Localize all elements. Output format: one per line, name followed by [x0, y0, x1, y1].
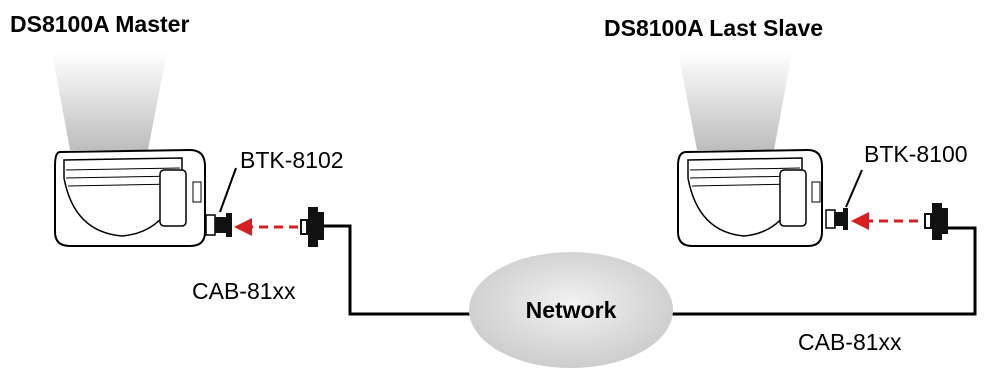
- master-scanner: [54, 148, 206, 247]
- cab-right-label: CAB-81xx: [798, 329, 902, 355]
- cable-right: [672, 226, 977, 316]
- btk-master-label: BTK-8102: [240, 147, 344, 173]
- master-insert-arrow: [234, 218, 298, 236]
- slave-title: DS8100A Last Slave: [604, 15, 823, 41]
- slave-scan-beam: [678, 52, 792, 150]
- master-cable-plug: [300, 207, 324, 247]
- master-scan-beam: [52, 52, 167, 150]
- master-title: DS8100A Master: [10, 11, 189, 37]
- slave-scanner: [677, 148, 823, 247]
- slave-insert-arrow: [851, 212, 918, 230]
- btk-8100-pointer: [845, 169, 863, 208]
- btk-slave-label: BTK-8100: [864, 141, 968, 167]
- cab-left-label: CAB-81xx: [192, 278, 296, 304]
- slave-cable-plug: [924, 203, 948, 240]
- btk-8102-connector: [205, 213, 232, 237]
- btk-8102-pointer: [219, 167, 237, 213]
- network-label: Network: [526, 297, 617, 323]
- cable-left: [324, 224, 474, 316]
- network-cloud: [469, 252, 673, 368]
- btk-8100-connector: [825, 208, 848, 230]
